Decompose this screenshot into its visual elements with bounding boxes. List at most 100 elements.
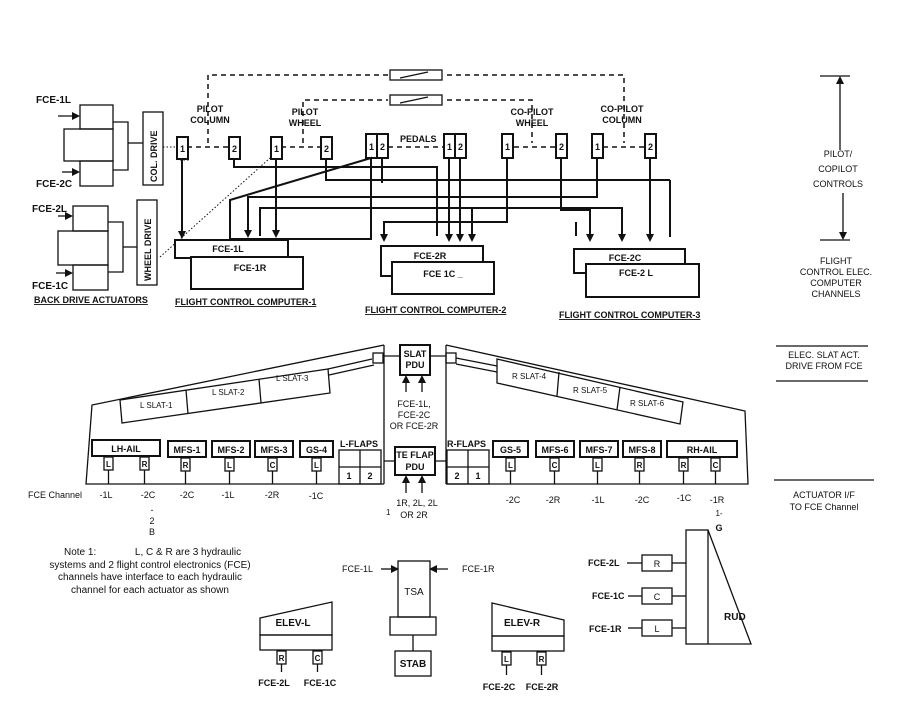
left-surfaces: LH-AIL L R MFS-1 R MFS-2 L MFS-3 C GS-4 …: [91, 439, 334, 484]
elev-r-input: FCE-2R: [526, 682, 559, 692]
note-line: L, C & R are 3 hydraulic: [135, 547, 241, 558]
right-legend: PILOT/ COPILOT CONTROLS FLIGHT CONTROL E…: [774, 75, 874, 512]
pilot-pedal-ch2: 2: [376, 133, 389, 159]
col-actuator-lower: [79, 160, 114, 187]
r-slat-6: R SLAT-6: [630, 399, 665, 408]
port: L: [314, 461, 319, 470]
svg-text:1: 1: [274, 144, 279, 154]
copilot-pedal-ch1: 1: [443, 133, 456, 159]
stray-mark: B: [149, 527, 155, 537]
back-drive-actuators: COL. DRIVE FCE-1L FCE-2C WHEEL DRIVE FCE…: [32, 95, 164, 305]
fcc1-channel-b: FCE-1R: [234, 263, 267, 273]
l-flap-1: 1: [346, 471, 351, 481]
svg-text:1: 1: [447, 142, 452, 152]
note-line: channels have interface to each hydrauli…: [58, 572, 242, 583]
pilot-wheel-label-2: WHEEL: [289, 118, 322, 128]
stray-mark: G: [715, 523, 722, 533]
legend-actuator-if-2: TO FCE Channel: [790, 502, 859, 512]
mfs-7: MFS-7 L: [579, 440, 619, 484]
svg-text:2: 2: [380, 142, 385, 152]
rud-input: FCE-2L: [588, 558, 620, 568]
mfs-1: MFS-1 R: [167, 440, 207, 484]
flight-control-computer-1: FCE-1L FCE-1R FLIGHT CONTROL COMPUTER-1: [174, 239, 316, 307]
stray-mark: -: [151, 505, 154, 515]
fcc2-channel-b: FCE 1C _: [423, 269, 464, 279]
rud-label: RUD: [724, 612, 746, 623]
back-drive-title: BACK DRIVE ACTUATORS: [34, 295, 148, 305]
pilot-pedal-ch1: 1: [365, 133, 378, 159]
fcc3-channel-b: FCE-2 L: [619, 268, 654, 278]
note-line: channel for each actuator as shown: [71, 585, 229, 596]
mfs-1-label: MFS-1: [174, 445, 201, 455]
stray-mark: 1: [386, 508, 391, 517]
legend-fce-channels-1: FLIGHT: [820, 256, 853, 266]
mfs-3: MFS-3 C: [254, 440, 294, 484]
fcc1-title: FLIGHT CONTROL COMPUTER-1: [175, 297, 316, 307]
mfs-6: MFS-6 C: [535, 440, 575, 484]
wheel-drive-label: WHEEL DRIVE: [143, 219, 153, 281]
port: L: [227, 461, 232, 470]
copilot-wheel-ch2: 2: [555, 133, 568, 159]
gs-5: GS-5 L: [492, 440, 529, 484]
lh-aileron: LH-AIL L R: [91, 439, 161, 484]
flight-control-computer-2: FCE-2R FCE 1C _ FLIGHT CONTROL COMPUTER-…: [365, 245, 506, 315]
fcc3-title: FLIGHT CONTROL COMPUTER-3: [559, 310, 700, 320]
slat-pdu-input-2: FCE-2C: [398, 410, 431, 420]
stab-label: STAB: [400, 659, 426, 670]
port: R: [183, 461, 189, 470]
copilot-wheel-label-1: CO-PILOT: [511, 107, 554, 117]
legend-slat-drive-2: DRIVE FROM FCE: [785, 361, 862, 371]
pilot-wheel-ch1: 1: [270, 136, 283, 160]
slat-pdu-input-1: FCE-1L,: [397, 399, 431, 409]
pilot-wheel-ch2: 2: [320, 136, 333, 160]
mfs-2-label: MFS-2: [218, 445, 245, 455]
te-flap-input-1: 1R, 2L, 2L: [396, 498, 438, 508]
rud-port: C: [654, 592, 661, 602]
rh-aileron: RH-AIL R C: [666, 440, 738, 484]
channel-value: -2C: [180, 490, 195, 500]
gs-4-label: GS-4: [306, 445, 327, 455]
lh-ail-label: LH-AIL: [111, 444, 141, 454]
channel-value: -2R: [265, 490, 280, 500]
signal-wiring: [178, 156, 671, 242]
right-slats: R SLAT-4 R SLAT-5 R SLAT-6: [445, 352, 684, 425]
svg-text:1: 1: [595, 142, 600, 152]
svg-text:2: 2: [324, 144, 329, 154]
left-slat-torque-tube: [372, 352, 384, 364]
pilot-column-ch2: 2: [228, 136, 241, 160]
pedals-label: PEDALS: [400, 134, 437, 144]
fcc3-channel-a: FCE-2C: [609, 253, 642, 263]
channel-value: -1L: [99, 490, 112, 500]
svg-text:1: 1: [369, 142, 374, 152]
wheel-input-2: FCE-1C: [32, 281, 68, 292]
port: L: [595, 461, 600, 470]
slat-pdu-input-3: OR FCE-2R: [390, 421, 439, 431]
wheel-actuator-lower: [72, 264, 109, 291]
copilot-pedal-ch2: 2: [454, 133, 467, 159]
wheel-actuator-mid: [57, 230, 109, 266]
wheel-drive-box: [136, 199, 158, 286]
l-slat-1: L SLAT-1: [140, 401, 173, 410]
elevator-left: ELEV-L R C FCE-2L FCE-1C: [258, 601, 337, 688]
r-slat-5: R SLAT-5: [573, 386, 608, 395]
legend-pilot-controls-3: CONTROLS: [813, 179, 863, 189]
col-actuator-mid: [63, 128, 114, 162]
channel-value: -1L: [591, 495, 604, 505]
slat-pdu-label-1: SLAT: [404, 349, 427, 359]
svg-text:2: 2: [559, 142, 564, 152]
channel-value: -2C: [506, 495, 521, 505]
channel-value: -2R: [546, 495, 561, 505]
tsa-input-left: FCE-1L: [342, 564, 373, 574]
legend-pilot-controls-1: PILOT/: [824, 149, 853, 159]
stray-mark: 1-: [715, 509, 722, 518]
control-crosslinks: [159, 69, 646, 258]
rud-port: R: [654, 559, 661, 569]
port: R: [142, 460, 148, 469]
svg-text:1: 1: [505, 142, 510, 152]
col-actuator-upper: [79, 104, 114, 130]
te-flap-input-2: OR 2R: [400, 510, 428, 520]
col-input-1: FCE-1L: [36, 95, 71, 106]
wheel-input-1: FCE-2L: [32, 204, 67, 215]
left-slats: L SLAT-1 L SLAT-2 L SLAT-3: [119, 352, 384, 424]
